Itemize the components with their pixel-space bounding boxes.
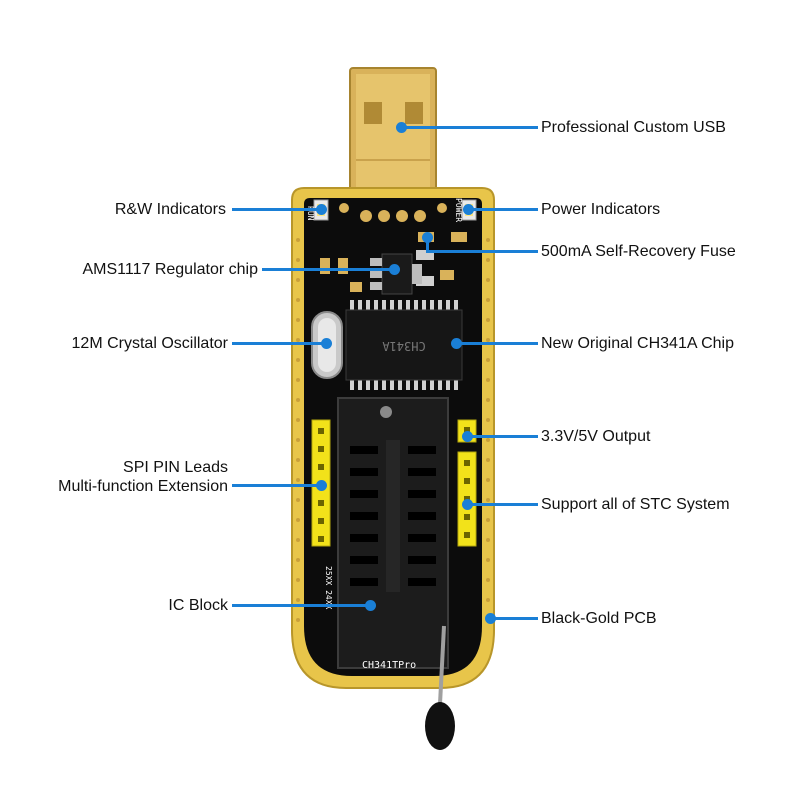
edge-pads-right <box>486 238 490 622</box>
label-ic-block: IC Block <box>168 597 228 614</box>
callout-line-crystal <box>232 342 326 345</box>
callout-dot-output <box>462 431 473 442</box>
callout-dot-fuse <box>422 232 433 243</box>
callout-line-stc <box>467 503 538 506</box>
label-fuse: 500mA Self-Recovery Fuse <box>541 243 736 260</box>
label-spi-line2: Multi-function Extension <box>58 478 228 495</box>
callout-dot-regulator <box>389 264 400 275</box>
label-rw-indicators: R&W Indicators <box>114 201 226 218</box>
label-spi-line1: SPI PIN Leads <box>123 459 228 476</box>
label-output: 3.3V/5V Output <box>541 428 651 445</box>
callout-line-ic-block <box>232 604 370 607</box>
ch341a-chip: CH341A <box>345 300 463 390</box>
label-power-indicators: Power Indicators <box>541 201 661 218</box>
socket-label: 25XX 24XX <box>324 566 333 610</box>
label-usb: Professional Custom USB <box>541 119 726 136</box>
label-stc: Support all of STC System <box>541 496 730 513</box>
label-crystal: 12M Crystal Oscillator <box>71 335 228 352</box>
chip-marking: CH341A <box>382 339 426 353</box>
callout-line-rw <box>232 208 322 211</box>
callout-dot-ic-block <box>365 600 376 611</box>
board-model-text: CH341TPro <box>362 660 416 671</box>
silk-run: RUN <box>306 206 315 221</box>
callout-dot-power <box>463 204 474 215</box>
callout-line-fuse <box>427 250 538 253</box>
zif-socket: 25XX 24XX CH341TPro <box>324 397 449 671</box>
callout-dot-rw <box>316 204 327 215</box>
callout-dot-ch341 <box>451 338 462 349</box>
callout-dot-crystal <box>321 338 332 349</box>
edge-pads-left <box>296 238 300 622</box>
silk-power: POWER <box>454 198 463 222</box>
callout-dot-pcb <box>485 613 496 624</box>
callout-line-pcb <box>490 617 538 620</box>
callout-line-ch341 <box>456 342 538 345</box>
callout-dot-spi <box>316 480 327 491</box>
callout-line-usb <box>401 126 538 129</box>
zif-lever <box>425 625 455 750</box>
label-pcb: Black-Gold PCB <box>541 610 657 627</box>
callout-line-power <box>468 208 538 211</box>
callout-dot-usb <box>396 122 407 133</box>
label-ch341: New Original CH341A Chip <box>541 335 734 352</box>
usb-connector <box>349 67 437 201</box>
callout-line-spi <box>232 484 322 487</box>
callout-line-output <box>467 435 538 438</box>
callout-dot-stc <box>462 499 473 510</box>
label-regulator: AMS1117 Regulator chip <box>82 261 258 278</box>
callout-line-regulator <box>262 268 394 271</box>
usb-solder-pads <box>339 203 447 222</box>
callout-line-fuse-vertical <box>426 238 429 253</box>
